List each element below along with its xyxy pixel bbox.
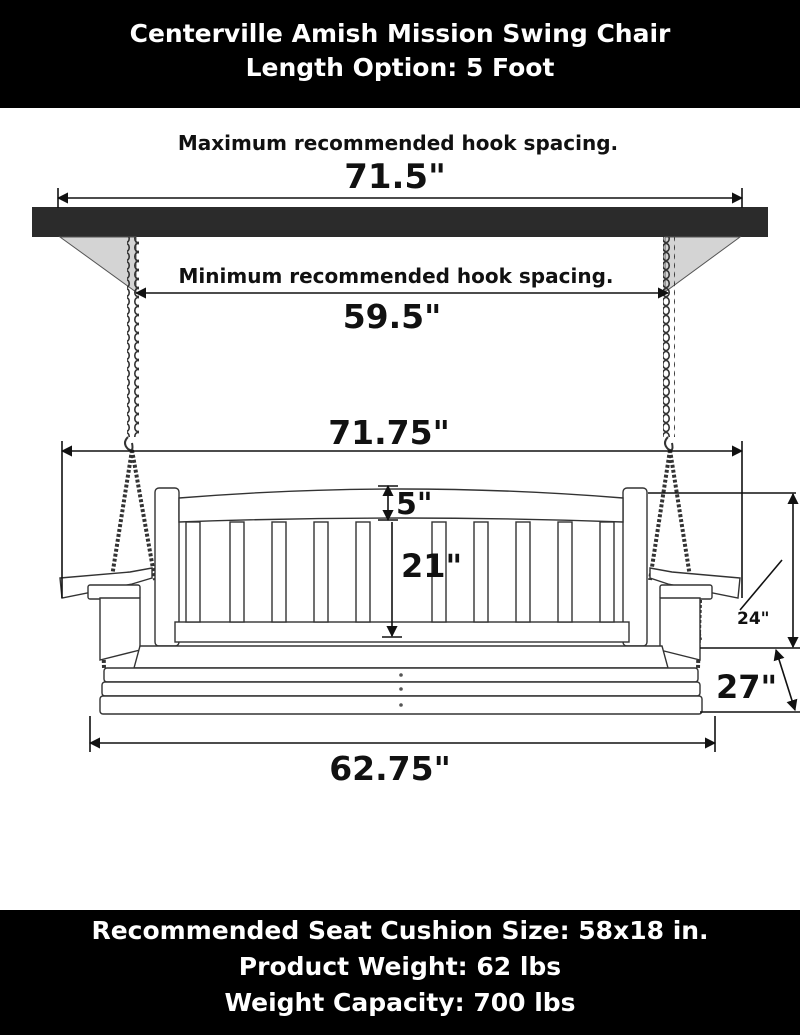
min-spacing-value: 59.5" [343,297,442,336]
seat-back-edge [133,645,669,669]
left-arm-front [87,584,141,600]
max-spacing-value: 71.5" [344,157,446,197]
side-height-value: 24" [737,609,770,629]
cushion-size: Recommended Seat Cushion Size: 58x18 in. [91,916,709,945]
max-spacing-label: Maximum recommended hook spacing. [178,131,618,155]
top-rail [178,488,624,523]
seat-width-value: 62.75" [329,749,451,788]
seat-depth-arrow [773,648,798,712]
right-armrest [649,567,741,599]
header-banner: Centerville Amish Mission Swing Chair Le… [0,0,800,108]
left-top-chain [127,237,139,437]
left-bracket [58,236,137,293]
back-top-value: 5" [396,487,433,522]
left-chain-back [130,449,157,581]
weight-capacity: Weight Capacity: 700 lbs [224,988,576,1017]
product-weight: Product Weight: 62 lbs [238,952,562,981]
overall-width-value: 71.75" [328,413,450,452]
right-hook-icon [664,436,674,452]
back-slats [185,521,615,623]
min-spacing-label: Minimum recommended hook spacing. [179,264,614,288]
right-top-chain [663,237,675,437]
bottom-rail [174,621,630,643]
left-side-panel [99,597,141,661]
ceiling-beam [32,207,768,237]
right-bracket [664,236,742,293]
swing-diagram: Maximum recommended hook spacing. 71.5" … [32,131,800,788]
back-height-value: 21" [401,547,462,585]
swing-chair [59,487,741,715]
seat-depth-value: 27" [716,668,777,706]
side-diagonal [739,559,783,611]
right-arm-front [659,584,713,600]
left-hook-icon [124,436,134,452]
right-chain-back [648,449,672,581]
dimension-lines [56,188,800,752]
product-title: Centerville Amish Mission Swing Chair [129,19,671,48]
footer-banner: Recommended Seat Cushion Size: 58x18 in.… [0,910,800,1035]
length-option: Length Option: 5 Foot [245,53,555,82]
right-side-panel [659,597,701,661]
